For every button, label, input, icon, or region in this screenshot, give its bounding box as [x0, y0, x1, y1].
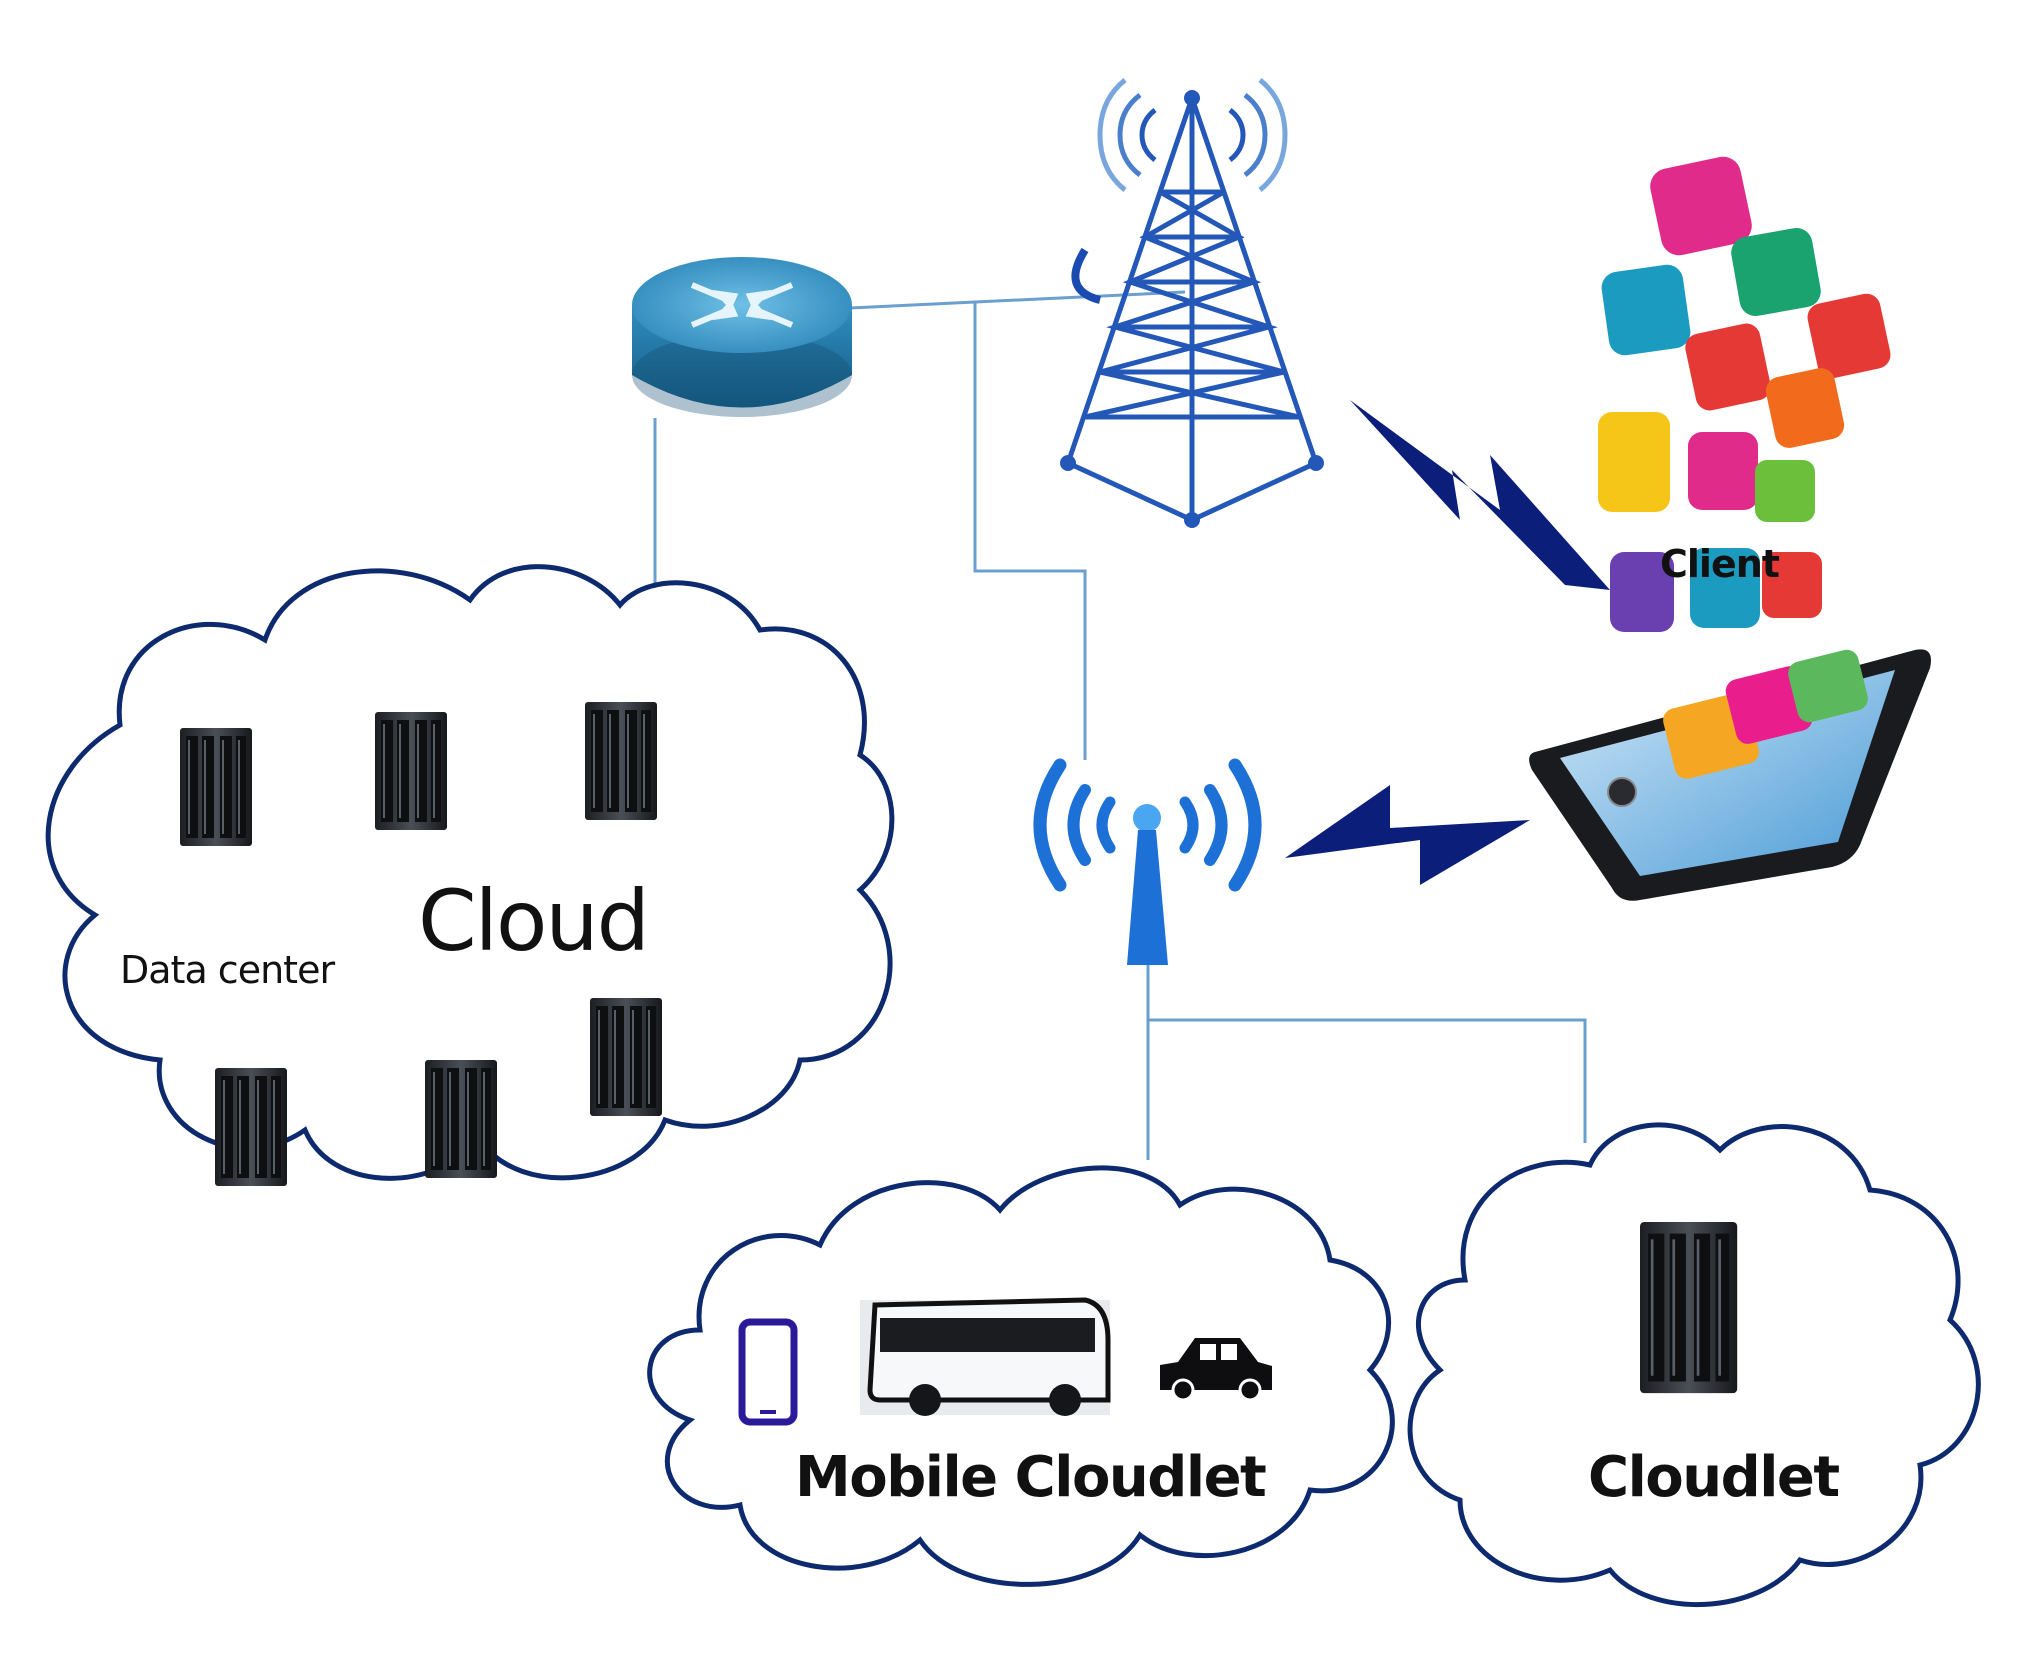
server-rack-icon — [589, 997, 663, 1117]
app-icon — [1807, 293, 1891, 379]
tower-nodes — [1060, 90, 1324, 528]
server-rack-icon — [374, 711, 448, 831]
mobile-cloudlet-label: Mobile Cloudlet — [795, 1445, 1267, 1510]
app-icon — [1685, 323, 1771, 411]
server-rack-icon — [424, 1059, 498, 1179]
cloud-shape — [45, 564, 895, 1181]
server-rack-icon — [214, 1067, 288, 1187]
smartphone-icon — [738, 1318, 798, 1426]
app-icon — [1762, 552, 1822, 618]
link-router-tower — [849, 290, 1186, 310]
server-rack-icon — [1638, 1220, 1739, 1395]
wifi-access-point-icon — [1033, 758, 1262, 965]
app-icon — [1610, 552, 1674, 632]
cloudlet-label: Cloudlet — [1588, 1445, 1840, 1510]
app-icon — [1755, 460, 1815, 522]
lightning-icon — [1285, 785, 1530, 885]
client-smartphone — [1529, 649, 1931, 901]
app-icon — [1598, 412, 1670, 512]
cell-tower-icon — [1065, 78, 1319, 523]
link-wifi-cloudlet — [1148, 1018, 1587, 1143]
app-icon — [1731, 228, 1821, 316]
car-icon — [1160, 1338, 1272, 1402]
app-icon — [1765, 368, 1845, 448]
connection-lines — [653, 290, 1587, 1160]
server-rack-icon — [584, 701, 658, 821]
data-center-label: Data center — [120, 948, 335, 992]
app-icons — [1598, 156, 1891, 632]
server-rack-icon — [179, 727, 253, 847]
app-icon — [1650, 156, 1752, 256]
app-icon — [1690, 548, 1760, 628]
app-icon — [1688, 432, 1758, 510]
app-icon — [1601, 264, 1691, 356]
client-label: Client — [1660, 542, 1780, 586]
link-tower-wifi — [973, 302, 1087, 760]
bus-icon — [860, 1297, 1111, 1416]
cloud-label: Cloud — [418, 872, 650, 970]
lightning-icon — [1350, 400, 1610, 590]
router-icon — [632, 257, 852, 417]
